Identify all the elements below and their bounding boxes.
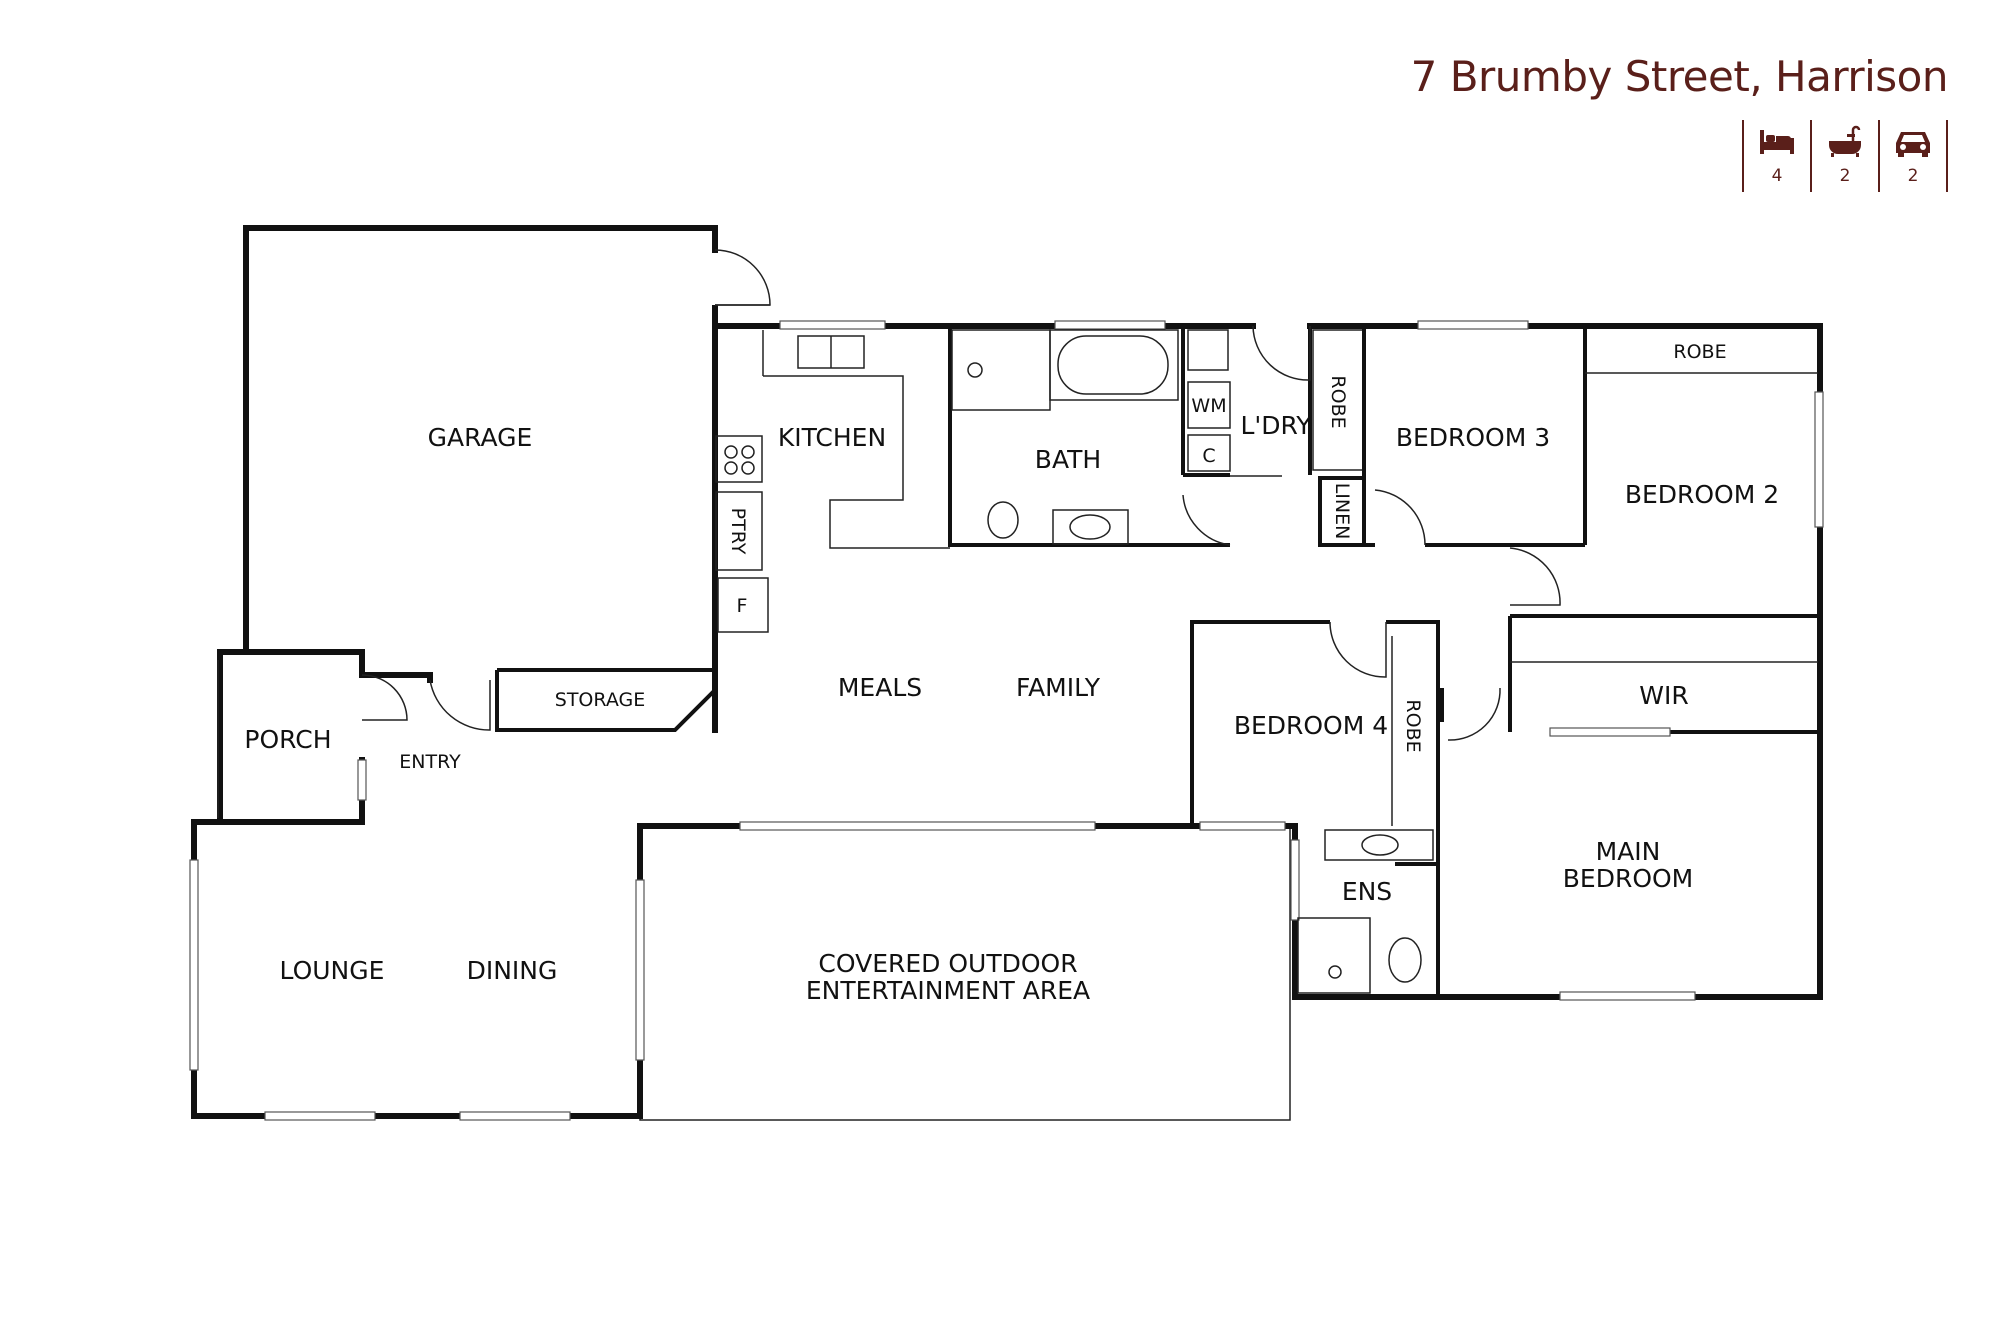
windows: [189, 320, 1824, 1121]
bedrooms-count: 4: [1771, 166, 1783, 186]
meals-label: MEALS: [838, 673, 922, 702]
bathrooms-count: 2: [1839, 166, 1851, 186]
bath-icon: [1829, 125, 1861, 157]
header: 7 Brumby Street, Harrison: [1410, 52, 1949, 101]
car-icon: [1896, 132, 1930, 157]
wm-label: WM: [1191, 395, 1226, 417]
dining-label: DINING: [467, 956, 558, 985]
laundry-label: L'DRY: [1240, 411, 1312, 440]
fridge-label: F: [737, 595, 748, 617]
outdoor-label-line1: COVERED OUTDOOR: [818, 949, 1077, 978]
main-bedroom-label-line2: BEDROOM: [1563, 864, 1694, 893]
porch-label: PORCH: [244, 725, 331, 754]
feature-icons: 4 2 2: [1742, 120, 1948, 192]
property-address: 7 Brumby Street, Harrison: [1410, 52, 1949, 101]
cars-count: 2: [1907, 166, 1919, 186]
wir-label: WIR: [1639, 681, 1688, 710]
cars-feature: 2: [1880, 120, 1948, 192]
robe-bed3-label: ROBE: [1327, 375, 1349, 428]
bathrooms-feature: 2: [1812, 120, 1880, 192]
room-labels: GARAGE KITCHEN BATH WM C L'DRY ROBE LINE…: [244, 341, 1779, 1005]
doors: [361, 249, 1561, 741]
ensuite-label: ENS: [1342, 877, 1392, 906]
fixtures: [715, 329, 1434, 994]
robe-bed4-label: ROBE: [1402, 699, 1424, 752]
bath-label: BATH: [1035, 445, 1101, 474]
garage-label: GARAGE: [428, 423, 533, 452]
lounge-label: LOUNGE: [280, 956, 385, 985]
entry-label: ENTRY: [399, 751, 461, 773]
bedroom2-label: BEDROOM 2: [1625, 480, 1779, 509]
robe-bed2-label: ROBE: [1673, 341, 1726, 363]
bedroom4-label: BEDROOM 4: [1234, 711, 1388, 740]
kitchen-label: KITCHEN: [778, 423, 886, 452]
outdoor-label-line2: ENTERTAINMENT AREA: [806, 976, 1090, 1005]
storage-label: STORAGE: [555, 689, 645, 711]
bed-icon: [1760, 130, 1794, 154]
pantry-label: PTRY: [727, 508, 749, 555]
family-label: FAMILY: [1016, 673, 1101, 702]
interior-walls: [495, 326, 1818, 997]
bedrooms-feature: 4: [1744, 120, 1812, 192]
main-bedroom-label-line1: MAIN: [1596, 837, 1661, 866]
c-label: C: [1202, 445, 1215, 467]
bedroom3-label: BEDROOM 3: [1396, 423, 1550, 452]
linen-label: LINEN: [1331, 483, 1353, 540]
